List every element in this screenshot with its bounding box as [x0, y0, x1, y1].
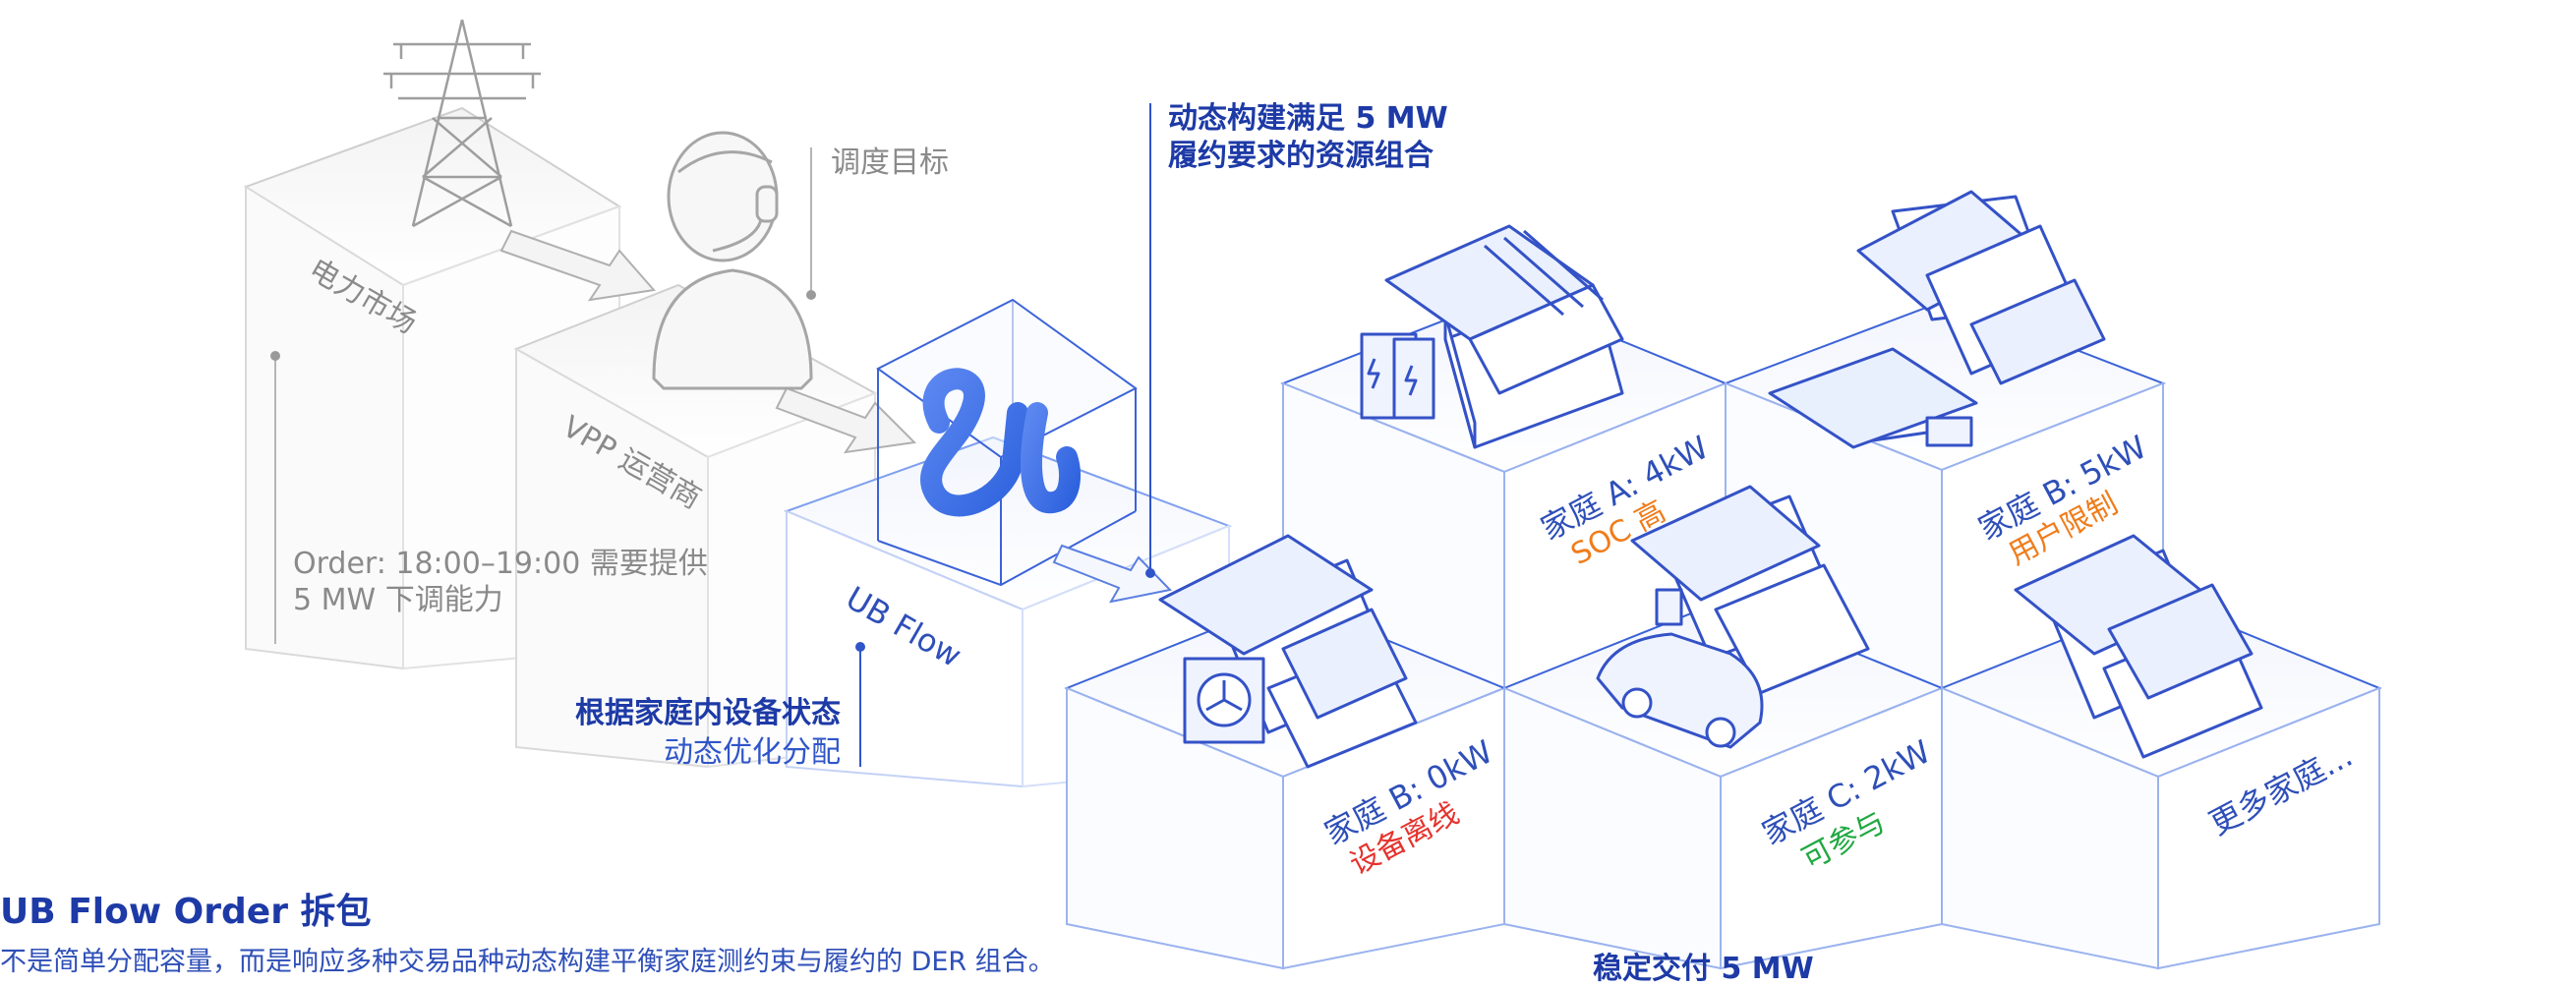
house-more-icon	[2014, 534, 2263, 759]
house-a-icon	[1360, 224, 1624, 449]
vpp-marker	[806, 147, 816, 300]
ev-car-icon	[1596, 632, 1764, 749]
ubflow-spiral-logo	[920, 368, 1081, 517]
house-c-icon	[1630, 485, 1870, 695]
build-label-line2: 履约要求的资源组合	[1168, 139, 1434, 173]
delivery-result: 稳定交付 5 MW	[1593, 952, 1814, 986]
optimize-label-line2: 动态优化分配	[664, 735, 841, 770]
optimize-marker	[855, 642, 865, 767]
house-b5-icon	[1768, 190, 2106, 449]
arrow-market-to-vpp	[499, 229, 656, 302]
operator-headset-icon	[652, 131, 813, 390]
arrow-ubflow-to-home	[1052, 544, 1172, 604]
arrow-vpp-to-ubflow	[775, 386, 917, 454]
market-marker	[270, 351, 280, 644]
footer-description: 不是简单分配容量，而是响应多种交易品种动态构建平衡家庭测约束与履约的 DER 组…	[0, 947, 1055, 977]
house-b0-icon	[1158, 534, 1418, 769]
transmission-tower-icon	[383, 19, 541, 228]
order-label-line2: 5 MW 下调能力	[293, 583, 503, 617]
order-label-line1: Order: 18:00–19:00 需要提供	[293, 547, 708, 581]
home-b0-block	[1064, 598, 1507, 970]
build-label-line1: 动态构建满足 5 MW	[1168, 101, 1448, 136]
optimize-label-line1: 根据家庭内设备状态	[575, 696, 841, 730]
dispatch-target-label: 调度目标	[831, 145, 949, 180]
build-marker	[1145, 103, 1155, 578]
footer-title: UB Flow Order 拆包	[0, 892, 372, 932]
